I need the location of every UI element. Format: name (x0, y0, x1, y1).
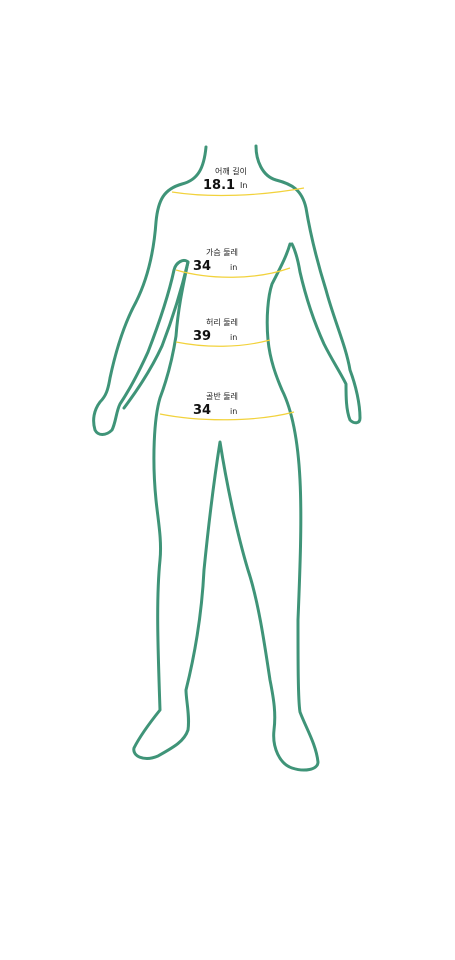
waist-label: 허리 둘레 (206, 318, 238, 327)
waist-unit: in (230, 333, 238, 342)
hip-measure-line (159, 411, 295, 421)
hip-measurement: 골반 둘레 34 in (0, 388, 455, 428)
shoulder-measure-line (171, 187, 305, 197)
right-shoulder-outline (254, 144, 362, 425)
waist-measurement: 허리 둘레 39 in (0, 315, 455, 355)
shoulder-value: 18.1 (203, 178, 236, 193)
shoulder-label: 어깨 길이 (215, 167, 247, 176)
chest-value: 34 (193, 259, 212, 274)
chest-unit: in (230, 263, 238, 272)
shoulder-measurement: 어깨 길이 18.1 In (0, 164, 455, 204)
hip-unit: in (230, 407, 238, 416)
left-inner-arm-outline (122, 260, 190, 410)
chest-measurement: 가슴 둘레 34 in (0, 245, 455, 285)
hip-value: 34 (193, 403, 212, 418)
waist-measure-line (175, 339, 271, 347)
body-outline (92, 145, 320, 772)
chest-label: 가슴 둘레 (206, 248, 238, 257)
chest-measure-line (175, 267, 291, 278)
waist-value: 39 (193, 329, 212, 344)
shoulder-unit: In (240, 181, 248, 190)
hip-label: 골반 둘레 (206, 392, 238, 401)
